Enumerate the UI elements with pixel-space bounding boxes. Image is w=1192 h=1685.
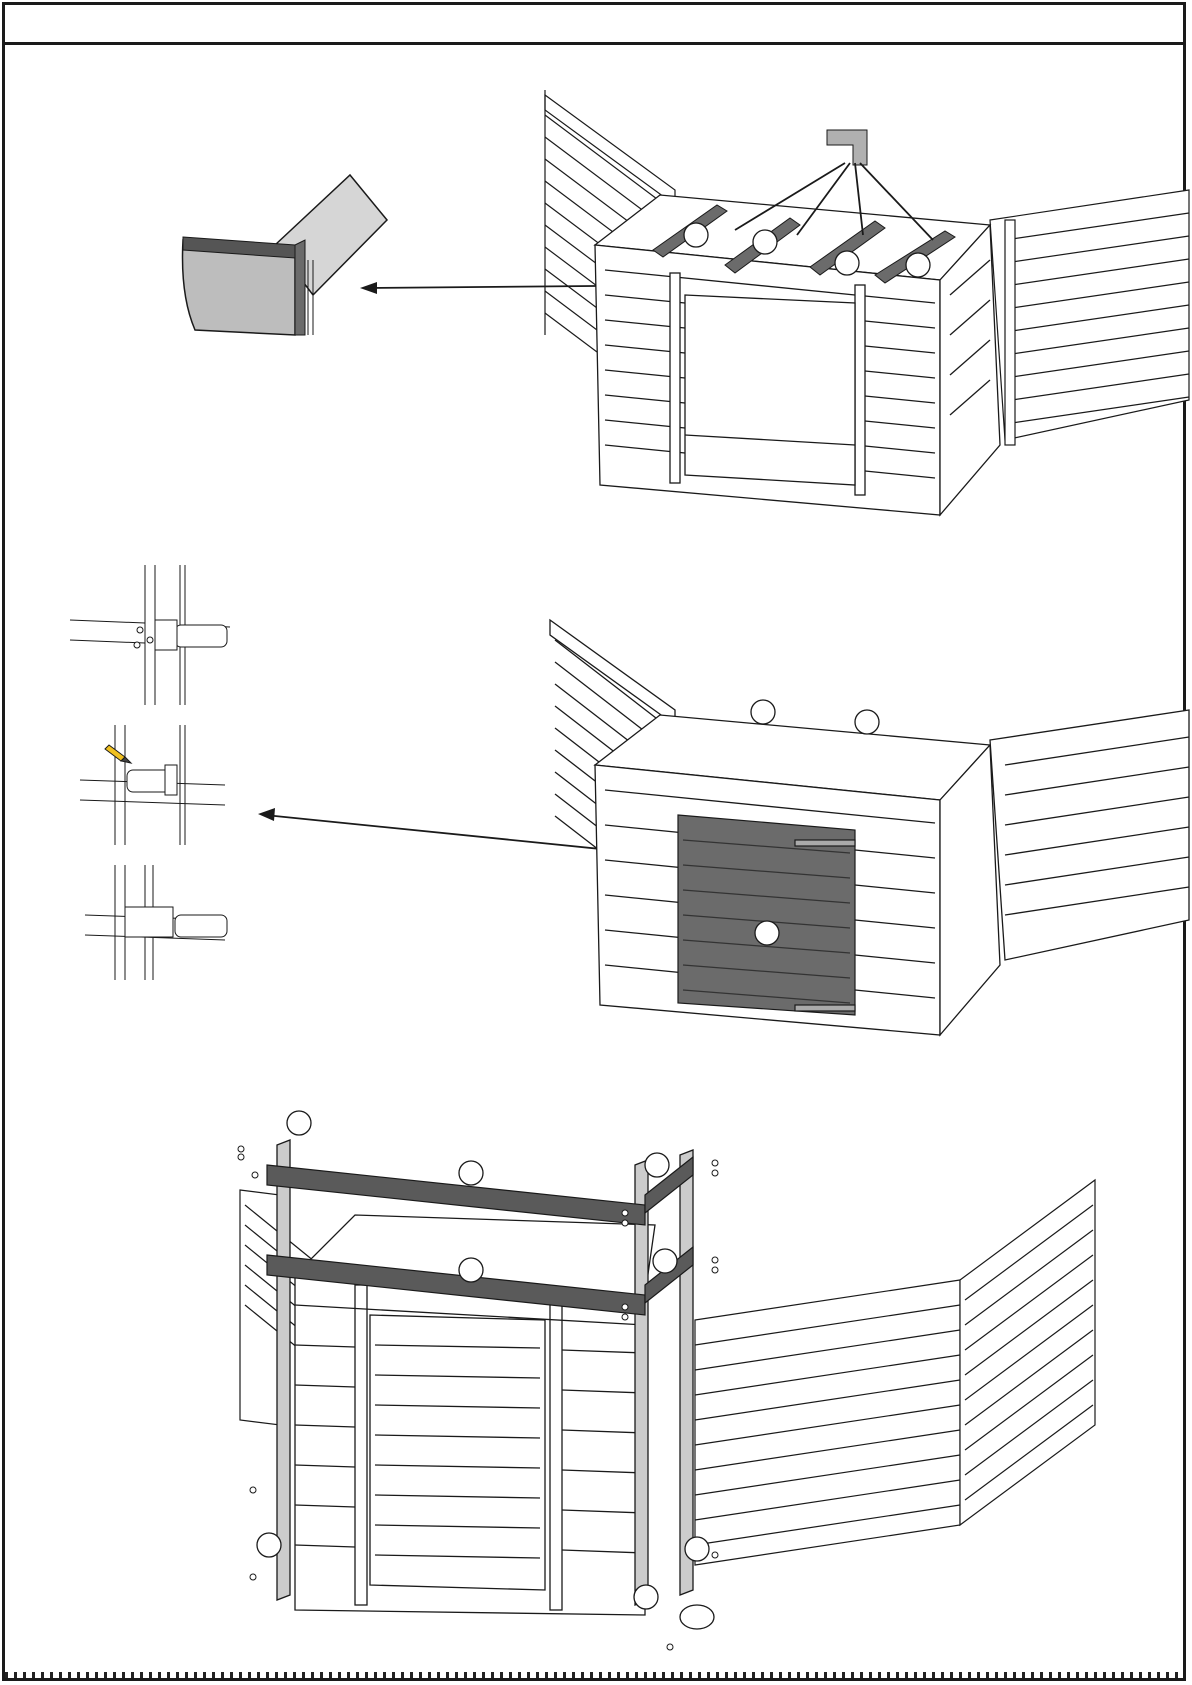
bracket-detail — [183, 175, 388, 335]
step-2-illustration — [5, 565, 1189, 1045]
shed-door — [678, 815, 855, 1015]
extension-right-wall — [695, 1180, 1095, 1565]
step-extension-frame — [5, 1095, 1183, 1655]
step-roof-joists — [5, 45, 1183, 545]
step-3-illustration — [5, 1095, 1189, 1655]
hasp-detail-3 — [85, 865, 227, 980]
right-wall-panel — [990, 190, 1189, 445]
header-bar — [5, 5, 1183, 45]
step-door-hasp — [5, 565, 1183, 1045]
screw-icon — [134, 627, 153, 648]
hasp-detail-1 — [70, 565, 230, 705]
bracket-icon — [827, 130, 867, 165]
step-1-illustration — [5, 45, 1189, 545]
hasp-detail-2 — [80, 725, 225, 845]
shed-with-door — [550, 620, 1189, 1035]
pencil-icon — [105, 745, 131, 763]
page-bottom-strip — [5, 1672, 1183, 1678]
